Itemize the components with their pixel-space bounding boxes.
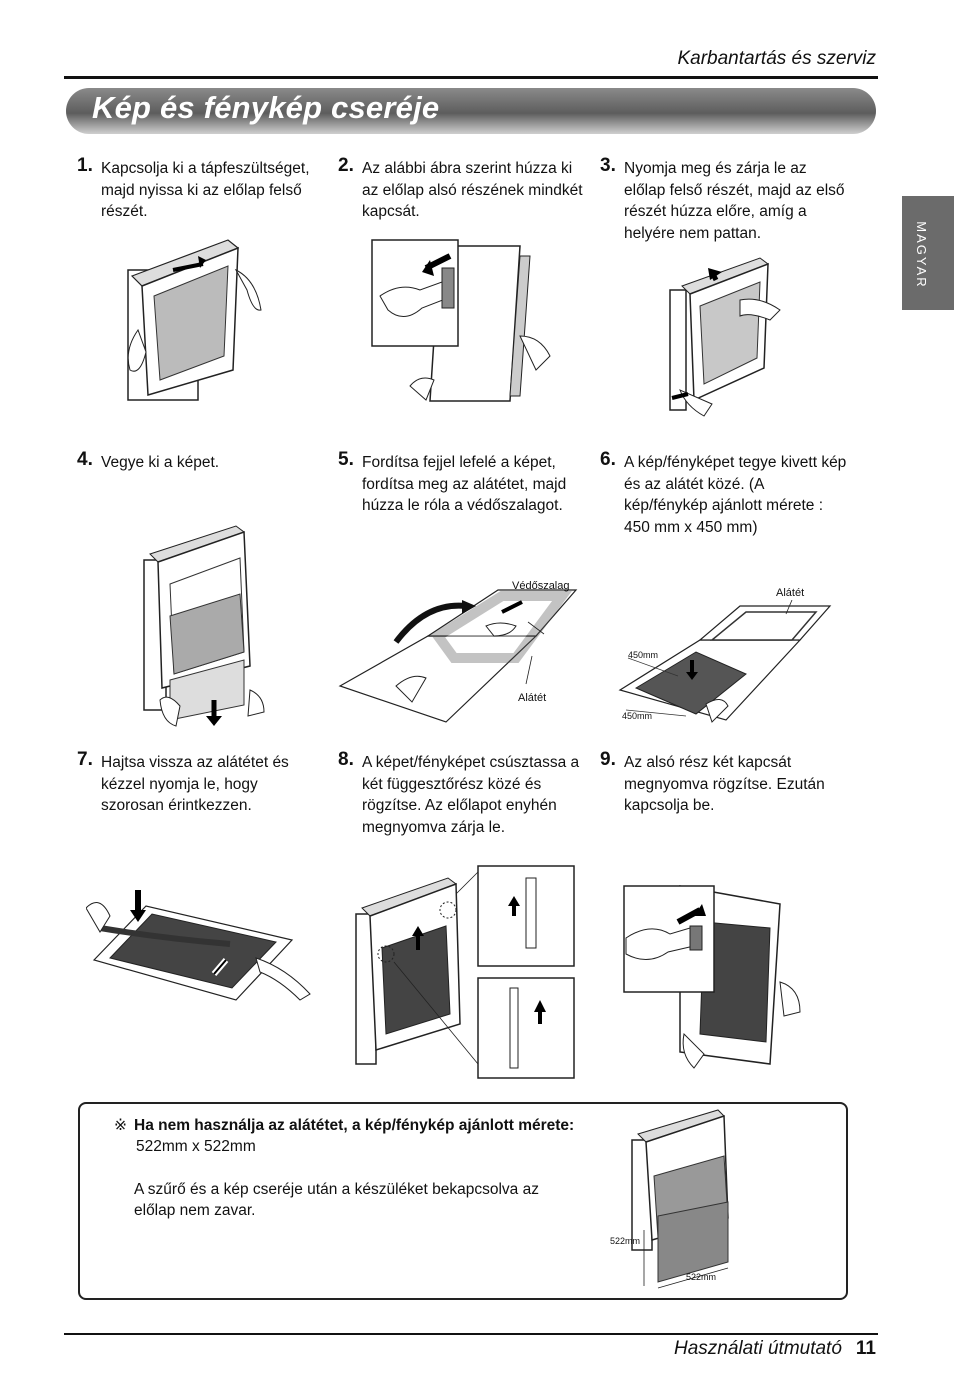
header-rule (64, 76, 878, 79)
step-text: Hajtsa vissza az alátétet és kézzel nyom… (101, 754, 289, 814)
step-5: 5. Fordítsa fejjel lefelé a képet, fordí… (338, 449, 580, 517)
section-title: Karbantartás és szerviz (677, 48, 876, 69)
footer-guide-title: Használati útmutató (673, 1338, 842, 1359)
step-text: A kép/fényképet tegye kivett kép és az a… (624, 454, 847, 536)
step-9: 9. Az alsó rész két kapcsát megnyomva rö… (600, 749, 842, 817)
illustration-step-1 (127, 239, 262, 401)
step-text: Az alábbi ábra szerint húzza ki az előla… (362, 160, 583, 220)
step-text: Kapcsolja ki a tápfeszültséget, majd nyi… (101, 160, 310, 220)
note-line-2: előlap nem zavar. (134, 1202, 256, 1219)
label-backing-5: Alátét (518, 692, 547, 704)
step-1: 1. Kapcsolja ki a tápfeszültséget, majd … (77, 155, 323, 223)
label-protective-tape: Védőszalag (512, 580, 570, 592)
dimension-450-horizontal: 450mm (622, 711, 653, 721)
illustration-step-4 (143, 525, 265, 727)
label-backing-6: Alátét (776, 587, 805, 599)
step-6: 6. A kép/fényképet tegye kivett kép és a… (600, 449, 850, 538)
title-bar (66, 88, 876, 134)
step-number: 9. (600, 749, 616, 770)
step-number: 7. (77, 749, 93, 770)
step-number: 4. (77, 449, 93, 470)
dimension-450-vertical: 450mm (628, 650, 659, 660)
illustration-step-7 (86, 890, 311, 1001)
footer-rule (64, 1333, 878, 1335)
illustration-step-3 (669, 257, 781, 417)
footer: Használati útmutató 11 (540, 1338, 876, 1360)
step-number: 8. (338, 749, 354, 770)
illustration-step-8 (355, 865, 575, 1079)
illustration-step-9 (623, 885, 801, 1069)
illustration-step-5 (338, 589, 578, 723)
step-text: Vegye ki a képet. (101, 454, 220, 471)
step-2: 2. Az alábbi ábra szerint húzza ki az el… (338, 155, 586, 223)
step-text: Fordítsa fejjel lefelé a képet, fordítsa… (362, 454, 567, 514)
illustration-step-2 (371, 239, 551, 402)
page-title: Kép és fénykép cseréje (92, 90, 440, 125)
step-text: Nyomja meg és zárja le az előlap felső r… (624, 160, 845, 242)
step-4: 4. Vegye ki a képet. (77, 449, 323, 474)
step-3: 3. Nyomja meg és zárja le az előlap fels… (600, 155, 846, 244)
note-symbol: ※ (114, 1117, 127, 1134)
dimension-522-horizontal: 522mm (686, 1272, 717, 1282)
step-7: 7. Hajtsa vissza az alátétet és kézzel n… (77, 749, 319, 817)
step-8: 8. A képet/fényképet csúsztassa a két fü… (338, 749, 594, 838)
step-text: Az alsó rész két kapcsát megnyomva rögzí… (624, 754, 825, 814)
note-size: 522mm x 522mm (136, 1138, 256, 1155)
step-number: 3. (600, 155, 616, 176)
dimension-522-vertical: 522mm (610, 1236, 641, 1246)
page-number: 11 (855, 1338, 876, 1359)
language-tab-label: MAGYAR (914, 221, 929, 289)
note-box (78, 1102, 848, 1300)
step-number: 6. (600, 449, 616, 470)
language-tab: MAGYAR (902, 196, 954, 310)
step-text: A képet/fényképet csúsztassa a két függe… (362, 754, 580, 836)
illustration-step-6 (618, 600, 832, 723)
step-number: 2. (338, 155, 354, 176)
note-heading: Ha nem használja az alátétet, a kép/fény… (134, 1117, 575, 1134)
step-number: 5. (338, 449, 354, 470)
note-line-1: A szűrő és a kép cseréje után a készülék… (134, 1181, 539, 1198)
illustration-note (631, 1109, 729, 1289)
step-number: 1. (77, 155, 93, 176)
